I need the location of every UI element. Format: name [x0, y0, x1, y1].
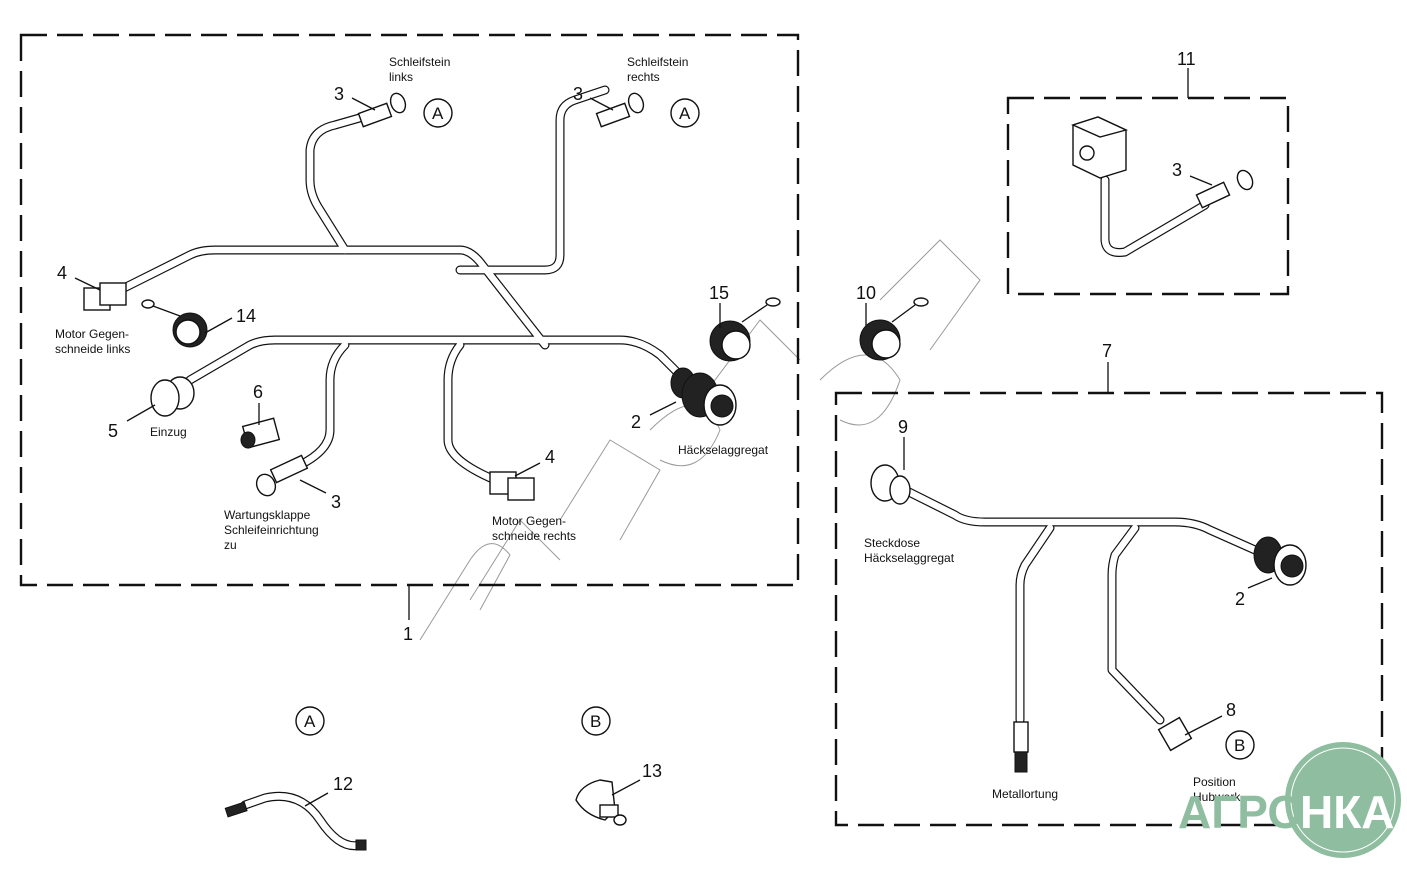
harness-1: [105, 85, 690, 485]
assembly-1-box: [19, 33, 800, 587]
cap-14: [141, 299, 208, 348]
label-haeckselaggregat: Häckselaggregat: [678, 443, 769, 457]
svg-text:B: B: [1234, 736, 1245, 755]
callout-7: 7: [1102, 341, 1112, 361]
callout-4-links: 4: [57, 263, 67, 283]
connector-schleifstein-rechts: [595, 92, 645, 128]
callout-10: 10: [856, 283, 876, 303]
callout-15: 15: [709, 283, 729, 303]
cap-10: [859, 297, 929, 361]
callout-12: 12: [333, 774, 353, 794]
connector-motor-rechts: [489, 471, 535, 501]
label-steckdose: Steckdose Häckselaggregat: [864, 536, 955, 565]
assembly-11-box: [1006, 96, 1290, 296]
connector-wartungsklappe: [255, 454, 309, 497]
label-metallortung: Metallortung: [992, 787, 1058, 801]
connector-einzug: [150, 376, 195, 417]
connector-haeckselaggregat: [670, 367, 737, 426]
assembly-7-box: [834, 391, 1384, 827]
callout-5: 5: [108, 421, 118, 441]
label-motor-links: Motor Gegen- schneide links: [55, 327, 132, 356]
connector-schleifstein-links: [357, 92, 407, 128]
callout-2-group1: 2: [631, 412, 641, 432]
callout-9: 9: [898, 417, 908, 437]
svg-text:A: A: [679, 104, 691, 123]
callout-3-assembly-11: 3: [1172, 160, 1182, 180]
callout-4-rechts: 4: [545, 447, 555, 467]
callout-6: 6: [253, 382, 263, 402]
svg-text:НКА: НКА: [1300, 786, 1395, 838]
callout-1: 1: [403, 624, 413, 644]
watermark-nika: [419, 239, 981, 641]
detail-b: B 13: [575, 706, 662, 826]
label-position-hubwerk: Position Hubwerk: [1193, 775, 1241, 804]
callout-14: 14: [236, 306, 256, 326]
label-schleifstein-links: Schleifstein links: [389, 55, 454, 84]
callout-11: 11: [1177, 49, 1196, 69]
callout-8: 8: [1226, 700, 1236, 720]
sensor-11: [1071, 116, 1254, 257]
label-einzug: Einzug: [150, 425, 187, 439]
callout-13: 13: [642, 761, 662, 781]
callout-3-schleifstein-rechts: 3: [573, 84, 583, 104]
cap-15: [709, 297, 781, 362]
detail-a: A 12: [224, 706, 367, 851]
agronka-logo: АГРО НКА: [1178, 742, 1401, 858]
connector-motor-links: [83, 282, 127, 311]
label-wartungsklappe: Wartungsklappe Schleifeinrichtung zu: [224, 508, 322, 552]
label-motor-rechts: Motor Gegen- schneide rechts: [492, 514, 576, 543]
callout-2-group7: 2: [1235, 589, 1245, 609]
callout-3-wartungsklappe: 3: [331, 492, 341, 512]
ref-circle-b-1: B: [1225, 730, 1255, 760]
svg-text:АГРО: АГРО: [1178, 786, 1303, 838]
ref-circle-b-detail: B: [590, 712, 601, 731]
connector-6: [240, 417, 281, 449]
ref-circle-a-1: A: [423, 98, 453, 128]
callout-3-schleifstein-links: 3: [334, 84, 344, 104]
harness-7: [870, 464, 1307, 773]
svg-text:A: A: [432, 104, 444, 123]
ref-circle-a-detail: A: [304, 712, 316, 731]
label-schleifstein-rechts: Schleifstein rechts: [627, 55, 692, 84]
ref-circle-a-2: A: [670, 98, 700, 128]
